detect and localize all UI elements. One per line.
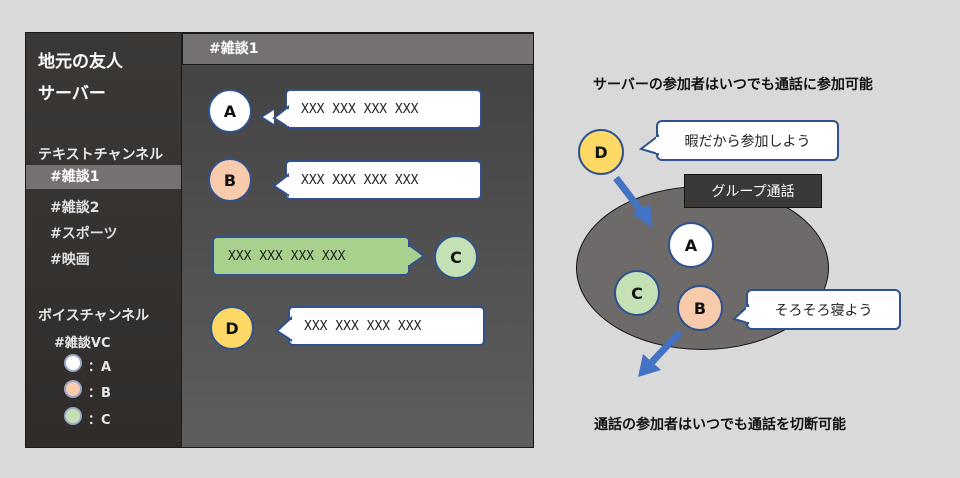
voice-member-label: ：B: [88, 386, 111, 401]
avatar-user-b: B: [208, 158, 252, 202]
voice-channel-section-title: ボイスチャンネル: [38, 308, 150, 324]
diagram-user-c: C: [614, 270, 660, 316]
diagram-user-d: D: [578, 129, 624, 175]
user-c-dot-icon: [64, 407, 82, 425]
server-title-line1: 地元の友人: [38, 52, 123, 72]
user-a-dot-icon: [64, 354, 82, 372]
channel-item-zatsudan1[interactable]: #雑談1: [26, 165, 181, 189]
message-bubble-d: XXX XXX XXX XXX: [288, 306, 485, 346]
avatar-user-c: C: [434, 235, 478, 279]
avatar-user-a: A: [208, 89, 252, 133]
chat-app-window: 地元の友人 サーバー テキストチャンネル #雑談1 #雑談2 #スポーツ #映画…: [25, 32, 534, 448]
top-caption: サーバーの参加者はいつでも通話に参加可能: [593, 77, 873, 93]
message-area: #雑談1 A XXX XXX XXX XXX B XXX XXX XXX XXX…: [182, 33, 534, 447]
diagram-user-b: B: [677, 285, 723, 331]
bottom-caption: 通話の参加者はいつでも通話を切断可能: [594, 417, 846, 433]
message-bubble-c: XXX XXX XXX XXX: [212, 236, 410, 276]
text-channel-section-title: テキストチャンネル: [38, 147, 164, 163]
channel-item-sports[interactable]: #スポーツ: [50, 226, 118, 242]
diagram-user-a: A: [668, 222, 714, 268]
voice-channel-item[interactable]: #雑談VC: [54, 336, 111, 351]
sidebar: 地元の友人 サーバー テキストチャンネル #雑談1 #雑談2 #スポーツ #映画…: [26, 33, 182, 447]
channel-item-movies[interactable]: #映画: [50, 252, 90, 268]
message-bubble-b: XXX XXX XXX XXX: [285, 160, 482, 200]
user-b-dot-icon: [64, 380, 82, 398]
leave-arrow-head-icon: [638, 354, 661, 377]
voice-member-label: ：A: [88, 360, 112, 375]
channel-header: #雑談1: [182, 33, 534, 65]
message-bubble-a: XXX XXX XXX XXX: [285, 89, 482, 129]
group-call-label: グループ通話: [684, 174, 822, 208]
speech-bubble-d: 暇だから参加しよう: [656, 120, 839, 161]
voice-member-label: ：C: [88, 413, 111, 428]
avatar-user-d: D: [210, 306, 254, 350]
server-title-line2: サーバー: [38, 84, 106, 104]
channel-item-zatsudan2[interactable]: #雑談2: [50, 200, 100, 216]
speech-bubble-b: そろそろ寝よう: [746, 289, 901, 330]
